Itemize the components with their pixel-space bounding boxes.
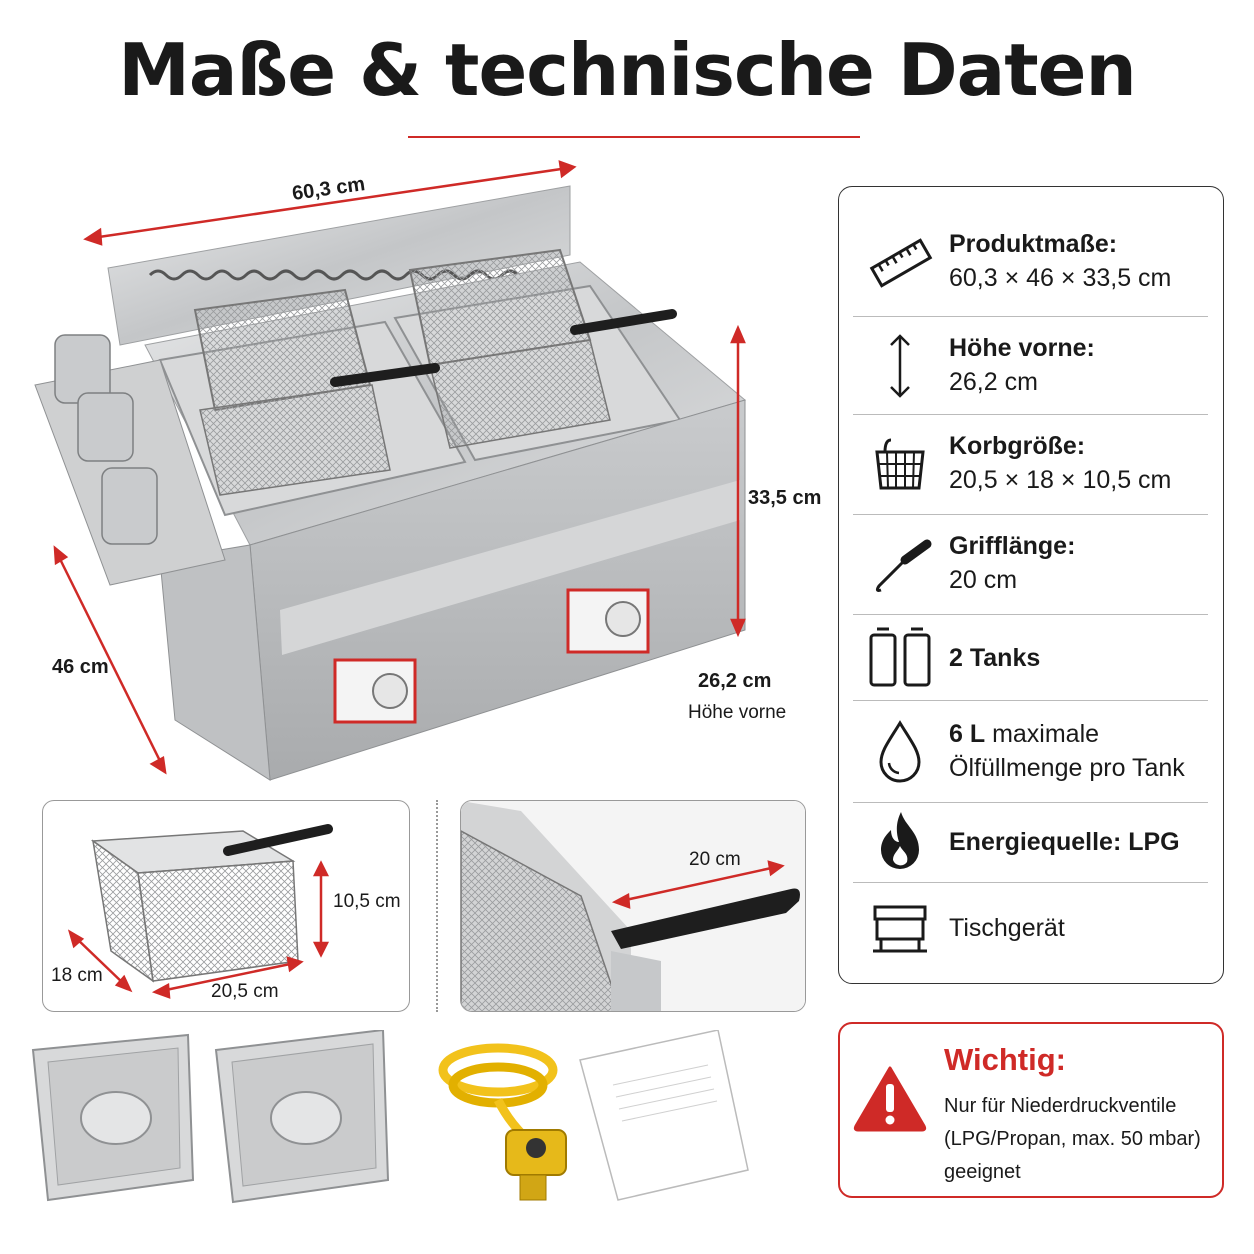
spec-value-line2: Ölfüllmenge pro Tank bbox=[949, 754, 1185, 782]
spec-value: 26,2 cm bbox=[949, 368, 1038, 396]
warning-title: Wichtig: bbox=[944, 1042, 1066, 1077]
spec-row-tanks: 2 Tanks bbox=[853, 615, 1208, 701]
detail-divider bbox=[436, 800, 438, 1012]
page-title: Maße & technische Daten bbox=[118, 28, 1136, 112]
manual-sheet bbox=[579, 1030, 749, 1201]
front-height-label: 26,2 cm bbox=[698, 670, 772, 692]
lid-2 bbox=[214, 1030, 390, 1204]
spec-label: Grifflänge: bbox=[949, 532, 1076, 560]
spec-label: 6 L bbox=[949, 720, 986, 748]
handle-length-label: 20 cm bbox=[689, 849, 741, 870]
basket-height-label: 10,5 cm bbox=[333, 891, 401, 912]
spec-label: Korbgröße: bbox=[949, 432, 1086, 460]
accessories-illustration bbox=[31, 1030, 749, 1204]
basket-width-label: 20,5 cm bbox=[211, 981, 279, 1002]
spec-value: 60,3 × 46 × 33,5 cm bbox=[949, 264, 1172, 292]
spec-row-product-dimensions: Produktmaße: 60,3 × 46 × 33,5 cm bbox=[853, 207, 1208, 317]
basket-illustration bbox=[67, 824, 333, 999]
flame-icon bbox=[881, 812, 919, 869]
spec-label: Produktmaße: bbox=[949, 230, 1118, 258]
spec-value: 20 cm bbox=[949, 566, 1018, 594]
basket-depth-label: 18 cm bbox=[51, 965, 103, 986]
tanks-icon bbox=[869, 627, 931, 687]
spec-row-energy-source: Energiequelle: LPG bbox=[853, 803, 1208, 883]
spec-row-front-height: Höhe vorne: 26,2 cm bbox=[853, 317, 1208, 415]
ruler-icon bbox=[869, 238, 933, 288]
handle-illustration bbox=[461, 801, 805, 1011]
handle-icon bbox=[875, 539, 932, 592]
spec-value-line1: maximale bbox=[992, 720, 1100, 748]
vertical-arrow-icon bbox=[890, 334, 910, 398]
basket-icon bbox=[875, 438, 925, 490]
front-height-caption: Höhe vorne bbox=[688, 702, 787, 723]
spec-value: Tischgerät bbox=[949, 914, 1065, 942]
warning-triangle-icon bbox=[853, 1066, 927, 1132]
lid-1 bbox=[31, 1033, 195, 1202]
spec-panel: Produktmaße: 60,3 × 46 × 33,5 cm Höhe vor… bbox=[838, 186, 1224, 984]
height-dimension-label: 33,5 cm bbox=[748, 487, 822, 509]
spec-row-handle-length: Grifflänge: 20 cm bbox=[853, 515, 1208, 615]
warning-text: Nur für Niederdruckventile (LPG/Propan, … bbox=[944, 1095, 1201, 1183]
table-device-icon bbox=[873, 905, 927, 953]
spec-label: Höhe vorne: bbox=[949, 334, 1095, 362]
spec-label: 2 Tanks bbox=[949, 644, 1041, 672]
depth-dimension-label: 46 cm bbox=[52, 656, 109, 678]
spec-value: 20,5 × 18 × 10,5 cm bbox=[949, 466, 1172, 494]
title-underline bbox=[408, 136, 860, 138]
basket-detail-box: 10,5 cm 18 cm 20,5 cm bbox=[42, 800, 410, 1012]
oil-drop-icon bbox=[879, 720, 921, 783]
fryer-illustration bbox=[34, 160, 747, 781]
spec-row-basket-size: Korbgröße: 20,5 × 18 × 10,5 cm bbox=[853, 415, 1208, 515]
warning-box: Wichtig: Nur für Niederdruckventile (LPG… bbox=[838, 1022, 1224, 1198]
gas-hose-regulator bbox=[438, 1043, 567, 1201]
handle-detail-box: 20 cm bbox=[460, 800, 806, 1012]
spec-row-table-device: Tischgerät bbox=[853, 883, 1208, 973]
spec-label: Energiequelle: LPG bbox=[949, 828, 1180, 856]
